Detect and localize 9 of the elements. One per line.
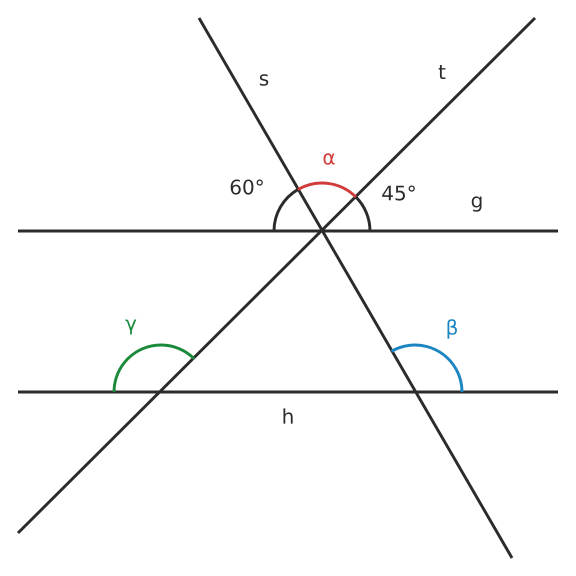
line-label: t — [438, 65, 446, 80]
angle-label: 60° — [230, 179, 263, 195]
line-label: h — [283, 408, 293, 424]
angle-label: β — [448, 319, 457, 339]
line-label: s — [260, 74, 268, 86]
angle-label: 45° — [382, 185, 415, 201]
angle-label: γ — [125, 319, 136, 335]
angle-label: α — [324, 153, 335, 165]
line-label: g — [472, 196, 482, 212]
